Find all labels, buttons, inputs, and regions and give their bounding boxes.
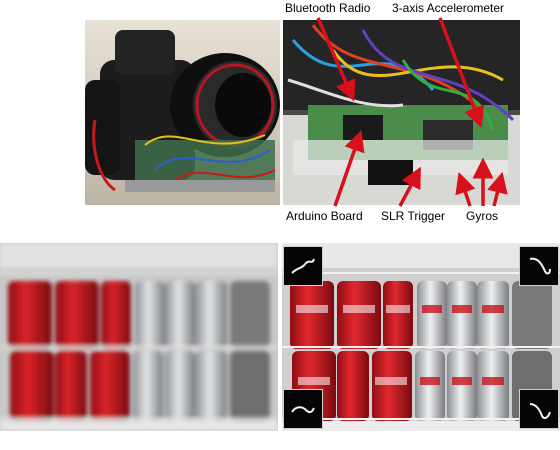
annotation-arrows: [316, 17, 508, 207]
arrow-arduino: [333, 130, 365, 207]
label-accelerometer: 3-axis Accelerometer: [392, 1, 505, 15]
label-bluetooth-radio: Bluetooth Radio: [285, 1, 371, 15]
blur-kernel-top-left: [283, 246, 323, 286]
label-arduino-board: Arduino Board: [286, 209, 363, 223]
arrow-gyro-1: [455, 172, 476, 207]
deblurred-cans-photo: [282, 243, 560, 431]
blur-kernel-bottom-left: [283, 389, 323, 429]
blurry-cans-photo: [0, 243, 278, 431]
label-slr-trigger: SLR Trigger: [381, 209, 446, 223]
blur-kernel-bottom-right: [519, 389, 559, 429]
label-gyros: Gyros: [466, 209, 499, 223]
arrow-slr-trigger: [398, 166, 421, 207]
arrow-bluetooth: [316, 17, 356, 102]
arrow-accelerometer: [438, 17, 485, 128]
camera-photo: [85, 20, 280, 205]
blur-kernel-top-right: [519, 246, 559, 286]
arrow-gyro-3: [487, 171, 508, 207]
